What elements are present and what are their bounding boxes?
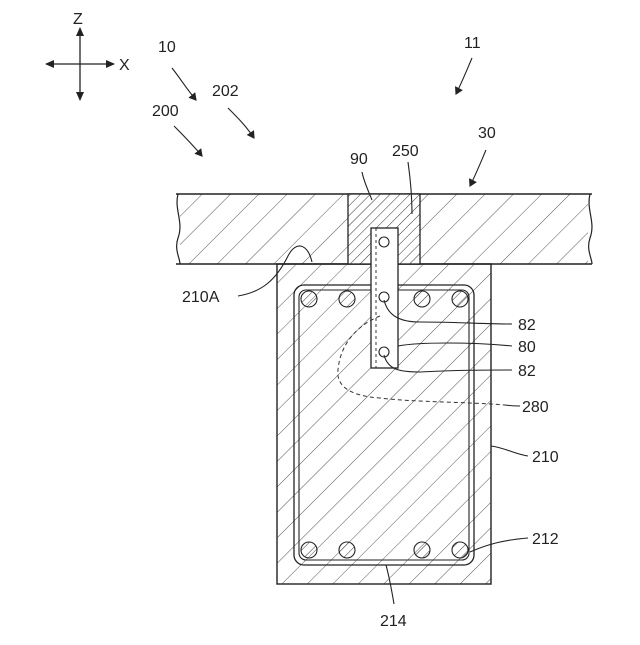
- z-axis-label: Z: [73, 11, 83, 28]
- label-30: 30: [478, 125, 496, 142]
- rebar-bottom-4: [452, 542, 468, 558]
- bolt-hole-1: [379, 237, 389, 247]
- label-250: 250: [392, 143, 419, 160]
- rebar-top-4: [452, 291, 468, 307]
- rebar-top-1: [301, 291, 317, 307]
- label-11: 11: [464, 35, 481, 52]
- z-axis-arrowhead-bottom: [76, 92, 84, 101]
- label-80: 80: [518, 339, 536, 356]
- x-axis-label: X: [119, 57, 130, 74]
- label-10: 10: [158, 39, 176, 56]
- rebar-top-2: [339, 291, 355, 307]
- label-90: 90: [350, 151, 368, 168]
- rebar-bottom-3: [414, 542, 430, 558]
- label-82-lower: 82: [518, 363, 536, 380]
- leader-10: [172, 68, 196, 100]
- label-210A: 210A: [182, 289, 220, 306]
- slab-break-left: [177, 194, 180, 264]
- x-axis-arrowhead-left: [45, 60, 54, 68]
- x-axis-arrowhead: [106, 60, 115, 68]
- axes-indicator: Z X: [45, 11, 130, 101]
- rebar-bottom-2: [339, 542, 355, 558]
- z-axis-arrowhead: [76, 27, 84, 36]
- leader-202: [228, 108, 254, 138]
- leader-280: [505, 405, 520, 406]
- label-202: 202: [212, 83, 239, 100]
- leader-210: [491, 446, 528, 456]
- label-210: 210: [532, 449, 559, 466]
- label-200: 200: [152, 103, 179, 120]
- label-214: 214: [380, 613, 407, 630]
- rebar-top-3: [414, 291, 430, 307]
- slab-break-right: [589, 194, 592, 264]
- label-212: 212: [532, 531, 559, 548]
- label-280: 280: [522, 399, 549, 416]
- leader-11: [456, 58, 472, 94]
- rebar-bottom-1: [301, 542, 317, 558]
- anchor-plate: [371, 228, 398, 368]
- label-82-upper: 82: [518, 317, 536, 334]
- leader-200: [174, 126, 202, 156]
- leader-30: [470, 150, 486, 186]
